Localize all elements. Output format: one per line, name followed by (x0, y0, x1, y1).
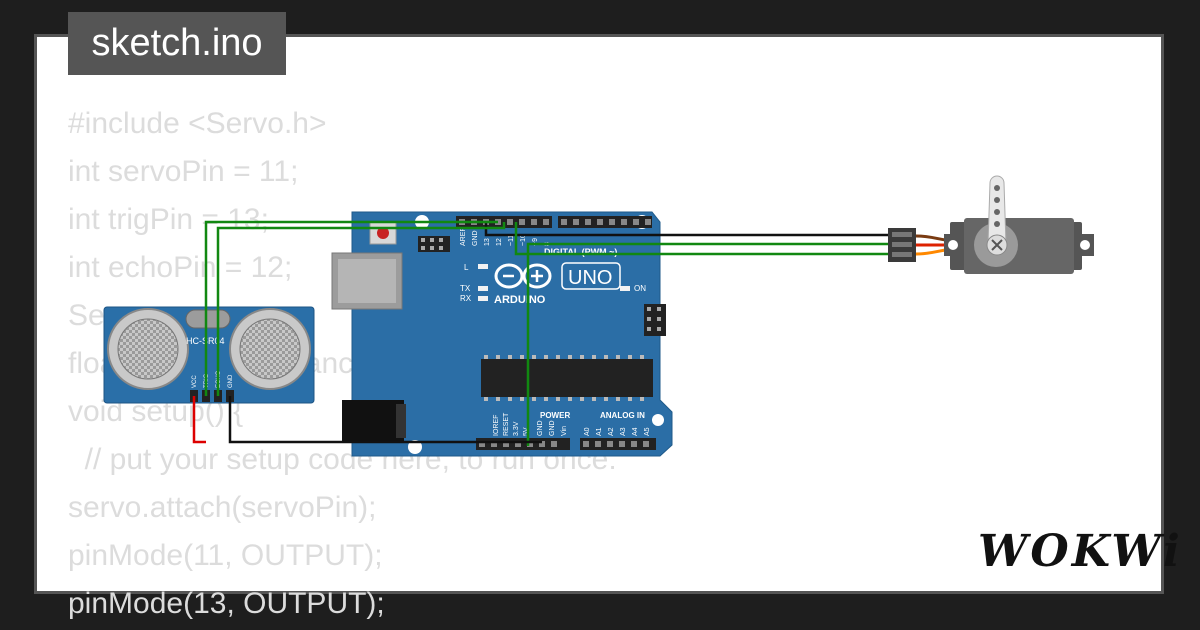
pin-label: A0 (584, 427, 591, 436)
pin-label: A4 (632, 427, 639, 436)
crystal-icon (185, 309, 231, 329)
wire-sensor-echo (216, 222, 506, 396)
wokwi-logo: WOKWi (978, 526, 1183, 577)
pin-label: Vin (561, 426, 568, 436)
code-line: servo.attach(servoPin); (68, 491, 377, 524)
code-line: int echoPin = 12; (68, 251, 293, 284)
power-label: POWER (540, 411, 570, 420)
led-label-l: L (464, 263, 469, 272)
code-background: #include <Servo.h> int servoPin = 11; in… (68, 100, 617, 628)
status-leds: L TX RX ON (460, 263, 646, 303)
power-jack-icon (342, 400, 404, 442)
led-label-tx: TX (460, 284, 471, 293)
sensor-pin-label: VCC (192, 375, 198, 388)
wires (192, 220, 888, 446)
pin-label: ~11 (508, 235, 515, 246)
microcontroller-chip-icon (481, 359, 653, 397)
ultrasonic-sensor[interactable]: HC-SR04 VCC TRIG ECHO GND (103, 306, 315, 404)
code-line: int trigPin = 13; (68, 203, 269, 236)
pin-label: 13 (484, 238, 491, 246)
pin-label: GND (537, 420, 544, 436)
wire-sensor-trig (204, 220, 498, 396)
arduino-logo-icon (494, 263, 552, 289)
pin-label: ~10 (520, 234, 527, 246)
pin-label: A2 (608, 427, 615, 436)
wire-sensor-vcc (192, 396, 206, 444)
pin-label: A5 (644, 427, 651, 436)
wire-servo-vcc (526, 242, 888, 446)
pin-label: A3 (620, 427, 627, 436)
arduino-uno-board[interactable]: AREF GND 13 12 ~11 ~10 ~9 8 DIGITAL (PWM… (331, 211, 673, 457)
icsp-header-icon (418, 236, 450, 252)
code-line: pinMode(13, OUTPUT); (68, 587, 385, 620)
pin-label: 12 (496, 238, 503, 246)
wire-sensor-gnd (228, 396, 542, 444)
pin-label: IOREF (493, 415, 500, 436)
file-tab[interactable]: sketch.ino (68, 12, 286, 75)
pin-label: 5V (523, 427, 530, 436)
servo-motor[interactable] (888, 175, 1094, 274)
arduino-logo-text: ARDUINO (494, 294, 546, 306)
wire-servo-signal (514, 222, 888, 256)
pin-label: RESET (503, 412, 510, 436)
code-line: #include <Servo.h> (68, 107, 327, 140)
pin-label: GND (549, 420, 556, 436)
circuit-diagram: AREF GND 13 12 ~11 ~10 ~9 8 DIGITAL (PWM… (103, 175, 1094, 457)
board-model: UNO (568, 267, 612, 289)
sensor-pin-label: GND (228, 374, 234, 388)
icsp2-header-icon (644, 304, 666, 336)
pin-label: A1 (596, 427, 603, 436)
pin-label: GND (472, 230, 479, 246)
pin-label: AREF (460, 227, 467, 246)
pin-label: 3.3V (513, 421, 520, 436)
digital-header-right (558, 216, 652, 228)
code-line: int servoPin = 11; (68, 155, 299, 188)
wire-servo-gnd (484, 222, 888, 237)
analog-label: ANALOG IN (600, 411, 645, 420)
pin-label: ~9 (532, 238, 539, 246)
digital-header-label: DIGITAL (PWM ~) (544, 247, 617, 257)
led-label-on: ON (634, 284, 646, 293)
code-line: pinMode(11, OUTPUT); (68, 539, 383, 572)
led-label-rx: RX (460, 294, 472, 303)
